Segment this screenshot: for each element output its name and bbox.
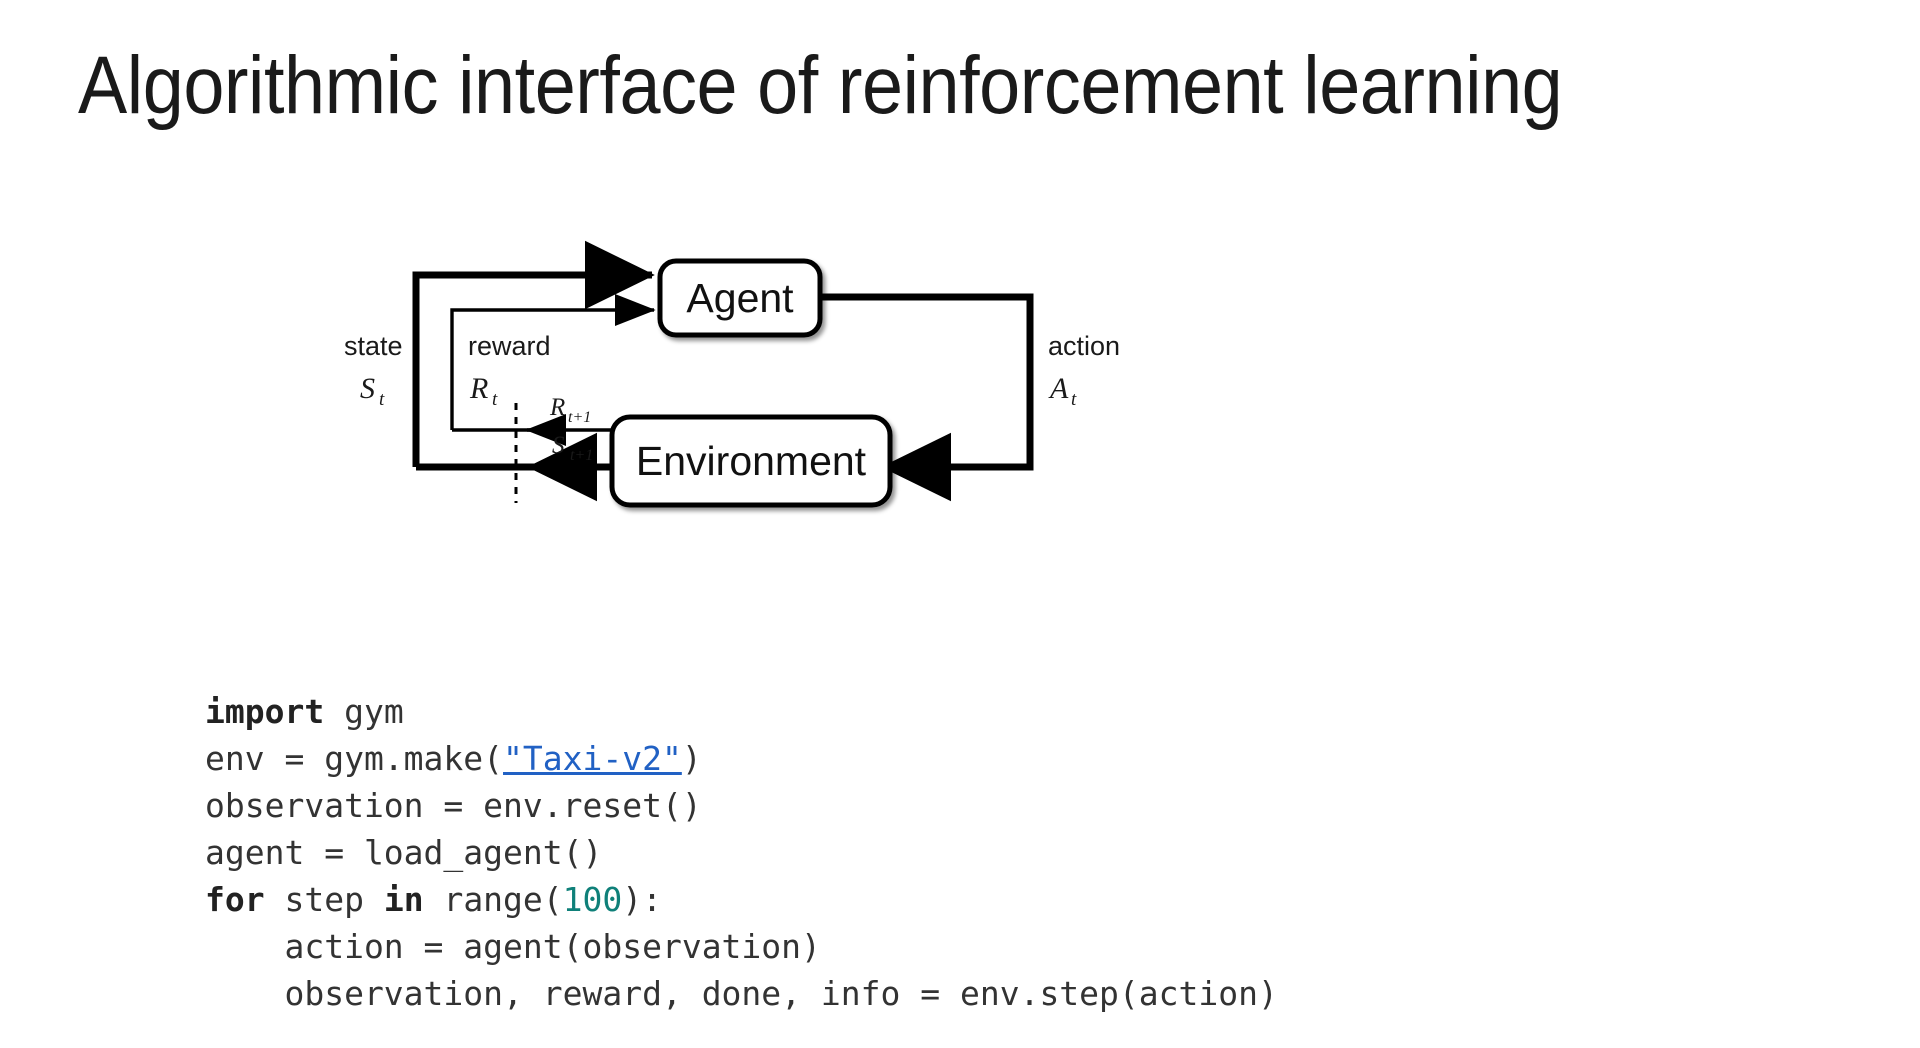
code-line: observation, reward, done, info = env.st… bbox=[205, 970, 1278, 1017]
next-reward-subscript-label: t+1 bbox=[568, 409, 591, 426]
state-subscript-label: t bbox=[379, 389, 385, 410]
action-symbol-label: A bbox=[1048, 372, 1069, 405]
reward-subscript-label: t bbox=[492, 389, 498, 410]
code-line: for step in range(100): bbox=[205, 876, 1278, 923]
reward-word-label: reward bbox=[468, 331, 551, 361]
label-action: action A t bbox=[1048, 331, 1120, 410]
code-text: observation = env.reset() bbox=[205, 786, 702, 825]
code-text: observation, reward, done, info = env.st… bbox=[205, 974, 1278, 1013]
node-agent: Agent bbox=[657, 258, 823, 338]
code-line: action = agent(observation) bbox=[205, 923, 1278, 970]
code-text: agent = load_agent() bbox=[205, 833, 603, 872]
code-text: env = gym.make( bbox=[205, 739, 504, 778]
next-state-subscript-label: t+1 bbox=[570, 447, 593, 464]
environment-box-label: Environment bbox=[636, 438, 867, 484]
agent-box-label: Agent bbox=[686, 275, 794, 321]
label-state: state S t bbox=[344, 331, 403, 410]
code-text: action = agent(observation) bbox=[205, 927, 821, 966]
code-line: agent = load_agent() bbox=[205, 829, 1278, 876]
env-id-link[interactable]: "Taxi-v2" bbox=[503, 739, 682, 778]
code-line: import gym bbox=[205, 688, 1278, 735]
next-state-symbol-label: S bbox=[552, 432, 565, 459]
next-reward-symbol-label: R bbox=[549, 394, 565, 421]
code-number-literal: 100 bbox=[562, 880, 623, 919]
code-text: gym bbox=[324, 692, 404, 731]
code-text: range( bbox=[423, 880, 563, 919]
code-text: ): bbox=[622, 880, 663, 919]
edge-state-to-agent bbox=[412, 240, 655, 471]
page-title: Algorithmic interface of reinforcement l… bbox=[78, 40, 1563, 131]
reward-symbol-label: R bbox=[469, 372, 488, 405]
code-text: step bbox=[264, 880, 384, 919]
code-line: env = gym.make("Taxi-v2") bbox=[205, 735, 1278, 782]
code-keyword: in bbox=[383, 880, 424, 919]
state-word-label: state bbox=[344, 331, 403, 361]
node-environment: Environment bbox=[609, 414, 893, 508]
label-reward: reward R t bbox=[468, 331, 551, 410]
code-keyword: import bbox=[205, 692, 325, 731]
rl-loop-diagram: Agent Environment state S t reward R t a… bbox=[344, 240, 1440, 615]
action-word-label: action bbox=[1048, 331, 1120, 361]
code-line: observation = env.reset() bbox=[205, 782, 1278, 829]
state-symbol-label: S bbox=[360, 372, 375, 405]
edge-action-to-environment bbox=[820, 293, 1034, 502]
code-keyword: for bbox=[205, 880, 265, 919]
code-text: ) bbox=[681, 739, 702, 778]
label-next-reward: R t+1 bbox=[549, 394, 591, 426]
label-next-state: S t+1 bbox=[552, 432, 593, 464]
action-subscript-label: t bbox=[1071, 389, 1077, 410]
